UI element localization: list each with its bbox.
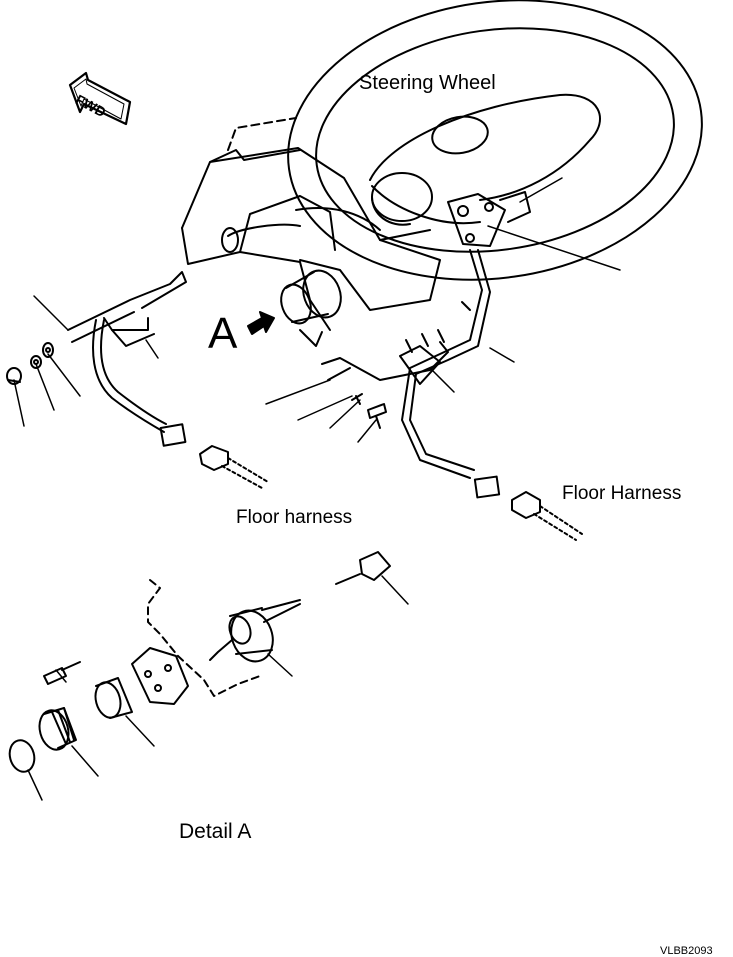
detail-a-parts (6, 552, 390, 775)
floor-harness-label-lower: Floor harness (236, 507, 353, 528)
view-marker-label: A (208, 309, 238, 358)
fastener-set-left (7, 343, 53, 384)
steering-wheel (270, 0, 720, 306)
rotary-switch (276, 265, 347, 346)
leader-lines-upper (14, 178, 620, 442)
view-arrow-icon (248, 312, 274, 334)
floor-harness-label-upper: Floor Harness (562, 483, 682, 504)
steering-wheel-label: Steering Wheel (359, 72, 496, 94)
figure-code-label: VLBB2093 (660, 945, 713, 957)
detail-a-label: Detail A (179, 820, 252, 843)
leader-lines-detail (28, 576, 408, 800)
fastener-set-center (328, 368, 386, 428)
right-wire-harness (322, 250, 582, 540)
forward-arrow-icon (70, 73, 130, 124)
left-wire-harness (68, 272, 268, 488)
